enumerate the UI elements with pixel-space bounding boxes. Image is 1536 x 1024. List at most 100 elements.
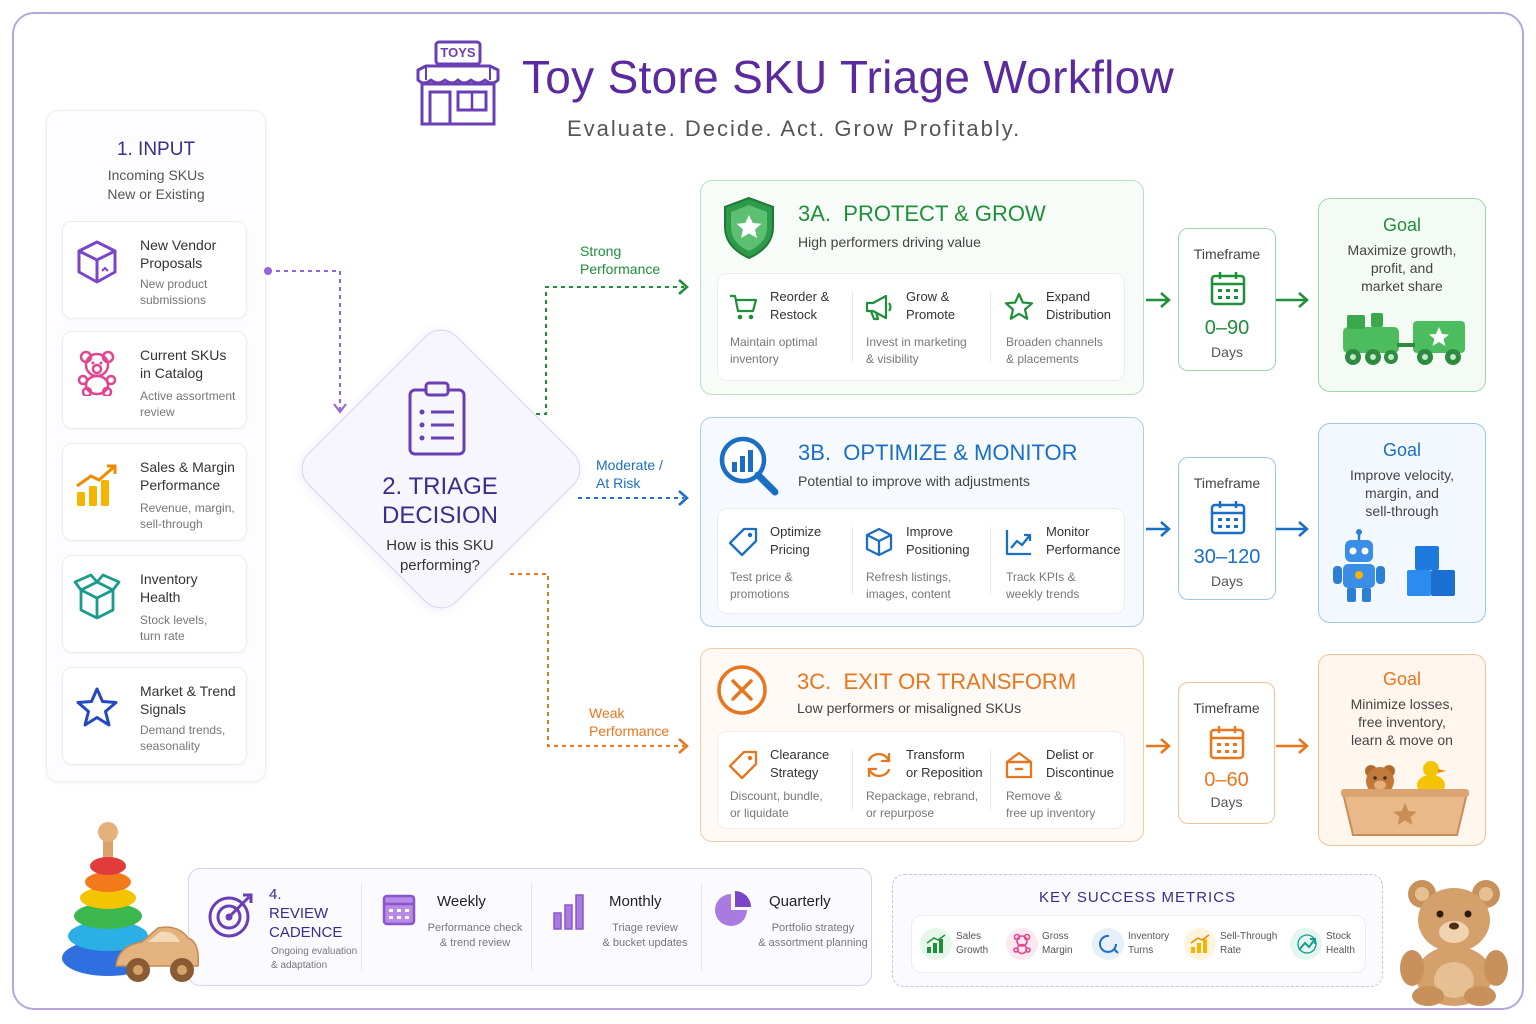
triage-title-line: DECISION	[381, 502, 498, 529]
branch-label-line: Moderate /	[596, 457, 663, 473]
action-desc: weekly trends	[1006, 587, 1080, 601]
calendar-icon	[1209, 726, 1245, 760]
timeframe-a: Timeframe 0–90 Days	[1178, 228, 1276, 371]
refresh-icon	[867, 752, 891, 778]
action-desc: Test price &	[730, 570, 793, 584]
review-cadence-panel: 4. REVIEW CADENCE Ongoing evaluation & a…	[188, 868, 872, 986]
metrics-heading: KEY SUCCESS METRICS	[1038, 889, 1237, 906]
cadence-item-title: Quarterly	[769, 893, 831, 910]
metric-label: Margin	[1042, 945, 1073, 956]
box-icon	[73, 573, 121, 620]
robot-blocks-icon	[1333, 529, 1455, 602]
input-card-title: Inventory	[140, 571, 198, 587]
branch-optimize-monitor: 3B. OPTIMIZE & MONITOR Potential to impr…	[700, 417, 1144, 627]
metric-label: Inventory	[1128, 931, 1170, 942]
cadence-number: 4.	[269, 886, 282, 903]
price-tag-icon	[728, 527, 758, 557]
page-title: Toy Store SKU Triage Workflow	[522, 51, 1175, 103]
divider	[990, 527, 991, 595]
goal-text: profit, and	[1370, 260, 1434, 276]
action-desc: images, content	[866, 587, 951, 601]
action-title: Grow &	[906, 289, 950, 304]
action-grow: Grow &Promote Invest in marketing& visib…	[854, 274, 990, 380]
input-card-title: in Catalog	[140, 365, 204, 381]
cart-icon	[730, 294, 758, 320]
action-desc: Remove &	[1006, 789, 1063, 803]
metric-label: Growth	[956, 945, 989, 956]
input-card-desc: submissions	[140, 293, 207, 307]
action-title: Optimize	[770, 524, 822, 539]
metric-label: Sales	[956, 931, 982, 942]
goal-text: market share	[1361, 278, 1443, 294]
metric-label: Stock	[1326, 931, 1352, 942]
timeframe-unit: Days	[1210, 794, 1243, 810]
goal-text: sell-through	[1365, 503, 1439, 519]
goal-text: free inventory,	[1358, 714, 1446, 730]
toy-train-icon	[1343, 313, 1465, 365]
goal-heading: Goal	[1382, 215, 1422, 235]
divider	[990, 750, 991, 810]
input-card-desc: Revenue, margin,	[140, 501, 235, 515]
bear-icon	[1013, 933, 1031, 955]
goal-text: margin, and	[1365, 485, 1439, 501]
divider	[701, 883, 702, 971]
timeframe-value: 0–60	[1204, 769, 1249, 791]
outer-frame	[12, 12, 1524, 1010]
goal-text: Minimize losses,	[1350, 696, 1454, 712]
input-card-title: Signals	[140, 701, 186, 717]
input-card-desc: sell-through	[140, 517, 203, 531]
input-card-desc: Stock levels,	[140, 613, 208, 627]
calendar-icon	[1210, 501, 1246, 535]
cadence-quarterly: Quarterly Portfolio strategy& assortment…	[707, 869, 873, 985]
branch-code: 3C.	[797, 669, 832, 694]
triage-question-line: performing?	[399, 557, 481, 574]
action-desc: Repackage, rebrand,	[866, 789, 979, 803]
timeframe-unit: Days	[1211, 344, 1243, 360]
action-desc: & placements	[1006, 352, 1079, 366]
action-desc: Broaden channels	[1006, 335, 1103, 349]
input-card-title: Performance	[140, 477, 221, 493]
branch-label-line: Weak	[589, 705, 625, 721]
goal-heading: Goal	[1382, 669, 1422, 689]
timeframe-b: Timeframe 30–120 Days	[1178, 457, 1276, 600]
goal-text: Improve velocity,	[1350, 467, 1454, 483]
input-subtitle-1: Incoming SKUs	[107, 167, 205, 183]
trend-line-icon	[1005, 530, 1032, 556]
action-desc: inventory	[730, 352, 779, 366]
timeframe-unit: Days	[1211, 573, 1243, 589]
target-icon	[208, 893, 253, 938]
input-heading: 1. INPUT	[116, 139, 196, 160]
input-card-desc: Active assortment	[140, 389, 236, 403]
action-desc: Refresh listings,	[866, 570, 952, 584]
action-title: Delist or	[1046, 747, 1094, 762]
action-desc: or liquidate	[730, 806, 789, 820]
timeframe-value: 0–90	[1204, 317, 1250, 339]
cadence-monthly: Monthly Triage review& bucket updates	[539, 869, 699, 985]
action-title: Monitor	[1046, 524, 1090, 539]
action-desc: Track KPIs &	[1006, 570, 1076, 584]
growth-chart-icon	[76, 464, 117, 506]
action-desc: Invest in marketing	[866, 335, 967, 349]
input-panel: 1. INPUT Incoming SKUs New or Existing N…	[46, 110, 266, 782]
cadence-desc: Ongoing evaluation	[271, 946, 358, 957]
x-circle-icon	[717, 665, 767, 715]
teddy-bear-illustration	[1400, 880, 1508, 1006]
action-title: or Reposition	[906, 765, 983, 780]
action-title: Expand	[1046, 289, 1091, 304]
branch-b-subtitle: Potential to improve with adjustments	[798, 473, 1030, 489]
growth-icon	[1190, 934, 1210, 953]
divider	[852, 750, 853, 810]
branch-c-subtitle: Low performers or misaligned SKUs	[797, 700, 1022, 716]
branch-a-title: 3A. PROTECT & GROW	[798, 201, 1046, 227]
goal-text: Maximize growth,	[1347, 242, 1457, 258]
input-card-desc: review	[140, 405, 175, 419]
